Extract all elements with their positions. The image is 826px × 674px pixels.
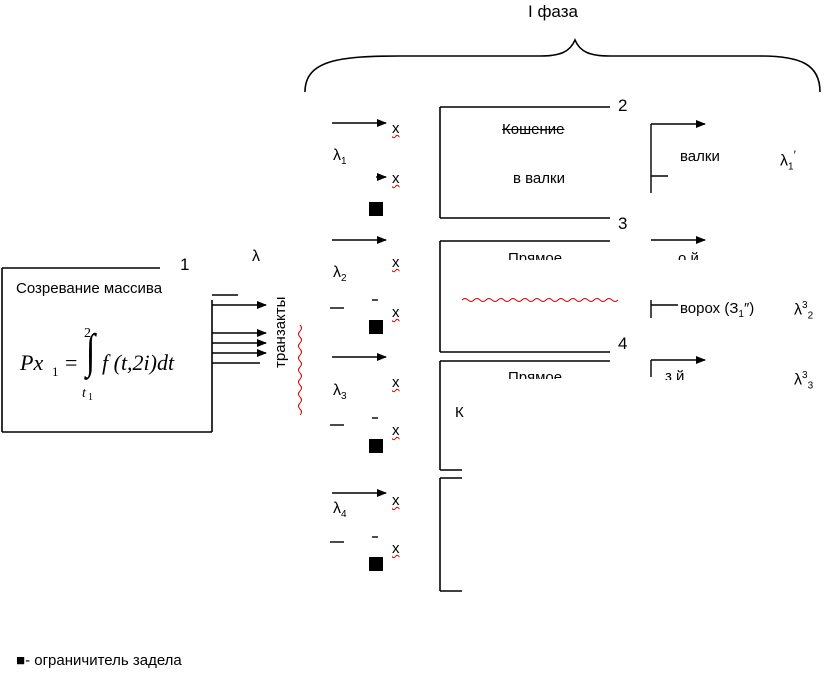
legend-text: - ограничитель задела bbox=[25, 652, 182, 669]
output-3-lambda: λ32 bbox=[794, 300, 814, 322]
x-label: x bbox=[392, 540, 400, 557]
spellcheck-squiggle bbox=[461, 298, 619, 302]
block-output-arrows bbox=[650, 120, 706, 377]
output-2-label: валки bbox=[680, 148, 720, 165]
output-4-cut: з й bbox=[665, 368, 685, 380]
block-1-number: 1 bbox=[180, 255, 190, 274]
phase-brace bbox=[304, 37, 821, 93]
formula-lhs: Px bbox=[20, 350, 44, 375]
block-3-line1: Прямое bbox=[508, 250, 563, 260]
block-4-fragment: К bbox=[455, 404, 464, 421]
block-2-line1: Кошение bbox=[502, 121, 565, 138]
block-4-number: 4 bbox=[618, 334, 628, 353]
output-3-label: ворох (З1″) bbox=[680, 300, 755, 320]
lane-2-lambda: λ2 bbox=[333, 264, 347, 285]
x-label: x bbox=[392, 304, 400, 321]
x-label: x bbox=[392, 422, 400, 439]
block-1-formula: Px 1 = 2 ∫ t 1 f (t,2i)dt bbox=[20, 325, 210, 408]
input-lambda: λ bbox=[252, 248, 260, 265]
output-4-lambda: λ33 bbox=[794, 370, 814, 392]
spellcheck-squiggle-transacts bbox=[298, 324, 302, 416]
block-2-number: 2 bbox=[618, 96, 628, 115]
buffer-limiters bbox=[369, 202, 383, 571]
transacts-label: транзакты bbox=[272, 296, 289, 368]
process-blocks bbox=[439, 106, 610, 592]
block-4-line1: Прямое bbox=[508, 369, 563, 379]
integral-sign-icon: ∫ bbox=[85, 325, 96, 378]
formula-eq: = bbox=[65, 350, 78, 375]
formula-lower-sub: 1 bbox=[88, 392, 93, 403]
x-label: x bbox=[392, 120, 400, 137]
x-label: x bbox=[392, 374, 400, 391]
phase-label: I фаза bbox=[528, 2, 578, 21]
lane-4-lambda: λ4 bbox=[333, 500, 347, 521]
lane-input-arrows bbox=[330, 119, 387, 543]
block-1-title: Созревание массива bbox=[16, 280, 163, 297]
output-3-cut: о й bbox=[678, 250, 699, 260]
output-2-lambda: λ1′ bbox=[780, 148, 796, 173]
lane-3-lambda: λ3 bbox=[333, 382, 347, 403]
x-label: x bbox=[392, 492, 400, 509]
x-label: x bbox=[392, 254, 400, 271]
block-2-line2: в валки bbox=[513, 170, 565, 187]
legend: ■- ограничитель задела bbox=[16, 652, 182, 669]
buffer-limiter-icon: ■ bbox=[16, 652, 26, 669]
block-1-output-arrows bbox=[212, 294, 267, 364]
block-1-box bbox=[1, 267, 213, 433]
formula-lower: t bbox=[82, 386, 86, 401]
formula-upper: 2 bbox=[84, 326, 91, 341]
x-label: x bbox=[392, 170, 400, 187]
block-3-number: 3 bbox=[618, 214, 628, 233]
formula-integrand: f (t,2i)dt bbox=[102, 350, 175, 375]
lane-1-lambda: λ1 bbox=[333, 147, 347, 168]
formula-lhs-sub: 1 bbox=[52, 364, 59, 379]
